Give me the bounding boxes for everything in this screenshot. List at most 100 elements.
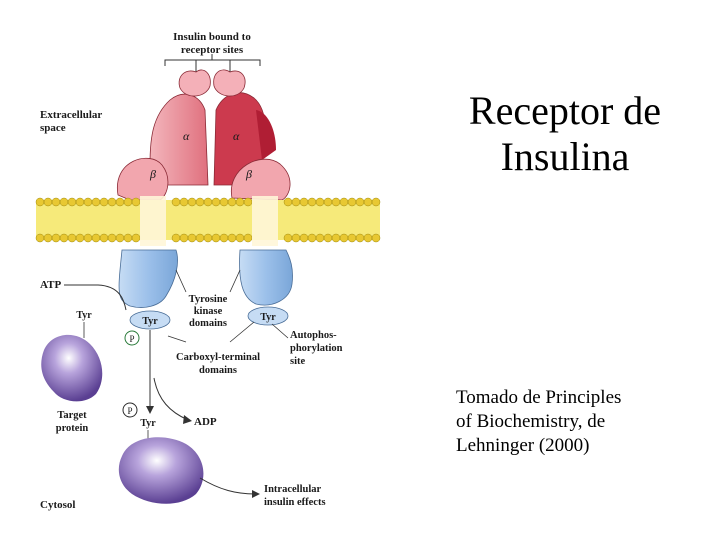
lipid-head [187, 197, 197, 207]
lipid-head [283, 197, 293, 207]
atp-arrow [64, 284, 127, 311]
lipid-head [171, 197, 181, 207]
lipid-head [243, 233, 253, 243]
lipid-head [219, 233, 229, 243]
insulin-bound-label-2: receptor sites [181, 44, 244, 56]
cell-membrane [35, 196, 381, 246]
lipid-head [131, 197, 141, 207]
lipid-head [339, 197, 349, 207]
phosphate-circle-2 [122, 402, 138, 418]
lipid-head [75, 197, 85, 207]
lipid-head [67, 233, 77, 243]
beta-subunits [117, 157, 291, 201]
lipid-head [171, 233, 181, 243]
lipid-head [179, 197, 189, 207]
lipid-head [91, 197, 101, 207]
insulin-receptor-diagram: Insulin bound to receptor sites Extracel… [35, 31, 381, 511]
lipid-head [235, 233, 245, 243]
lipid-head [291, 233, 301, 243]
phosphate-label-2: P [127, 406, 132, 416]
autophos-label-2: phorylation [290, 343, 343, 354]
extracellular-label-2: space [40, 122, 66, 134]
lipid-head [315, 233, 325, 243]
citation-line-2: of Biochemistry, de [456, 411, 606, 432]
phosphorylated-protein [118, 437, 204, 504]
lipid-head [243, 197, 253, 207]
carboxyl-label: Carboxyl-terminal [176, 352, 260, 363]
lipid-head [107, 233, 117, 243]
lipid-head [99, 197, 109, 207]
lipid-head [203, 197, 213, 207]
slide-title-line-2: Insulina [500, 134, 630, 179]
lipid-head [323, 233, 333, 243]
lipid-head [195, 197, 205, 207]
lipid-head [43, 233, 53, 243]
lipid-head [179, 233, 189, 243]
lipid-head [123, 197, 133, 207]
lipid-head [355, 197, 365, 207]
lipid-head [363, 197, 373, 207]
tyr-target-label: Tyr [76, 310, 92, 321]
lipid-head [107, 197, 117, 207]
cytosol-label: Cytosol [40, 499, 75, 511]
lipid-head [227, 197, 237, 207]
lipid-head [35, 197, 45, 207]
lipid-head [323, 197, 333, 207]
lipid-head [307, 197, 317, 207]
lipid-head [67, 197, 77, 207]
lipid-head [83, 197, 93, 207]
lipid-head [43, 197, 53, 207]
extracellular-label: Extracellular [40, 109, 102, 121]
lipid-head [331, 197, 341, 207]
lipid-head [291, 197, 301, 207]
lipid-head [75, 233, 85, 243]
lipid-head [115, 233, 125, 243]
insulin-bracket [164, 54, 261, 74]
autophos-label: Autophos- [290, 330, 337, 341]
tyrosine-kinase-label: Tyrosine [189, 294, 228, 305]
effects-arrow [199, 477, 257, 495]
lipid-head [211, 197, 221, 207]
lipid-head [235, 197, 245, 207]
lipid-head [347, 233, 357, 243]
lipid-head [307, 233, 317, 243]
kinase-bracket [167, 269, 255, 343]
lipid-head [299, 233, 309, 243]
carboxyl-label-2: domains [199, 365, 237, 376]
autophos-label-3: site [290, 356, 306, 367]
lipid-head [51, 233, 61, 243]
lipid-head [227, 233, 237, 243]
adp-label: ADP [194, 416, 217, 428]
beta-label-left: β [149, 167, 156, 181]
tyr-right: Tyr [260, 312, 276, 323]
lipid-head [371, 233, 381, 243]
lipid-head [211, 233, 221, 243]
target-protein-label: Target [57, 410, 87, 421]
lipid-head [195, 233, 205, 243]
lipid-head [219, 197, 229, 207]
lipid-head [91, 233, 101, 243]
lipid-head [355, 233, 365, 243]
effects-label: Intracellular [264, 484, 321, 495]
lipid-head [339, 233, 349, 243]
tyrosine-kinase-label-3: domains [189, 318, 227, 329]
alpha-subunits [149, 69, 276, 186]
kinase-domains [118, 249, 293, 330]
alpha-label-left: α [183, 129, 190, 143]
phosphate-circle [124, 330, 140, 346]
source-citation: Tomado de Principles of Biochemistry, de… [456, 386, 716, 458]
lipid-head [59, 197, 69, 207]
beta-label-right: β [245, 167, 252, 181]
lipid-head [315, 197, 325, 207]
insulin-bound-label: Insulin bound to [173, 31, 251, 43]
slide-title: Receptor de Insulina [440, 88, 690, 180]
target-protein-label-2: protein [56, 423, 89, 434]
lipid-head [283, 233, 293, 243]
tyr-phospho-label: Tyr [140, 418, 156, 429]
lipid-head [59, 233, 69, 243]
lipid-head [187, 233, 197, 243]
lipid-head [299, 197, 309, 207]
lipid-head [131, 233, 141, 243]
lipid-head [115, 197, 125, 207]
lipid-head [203, 233, 213, 243]
